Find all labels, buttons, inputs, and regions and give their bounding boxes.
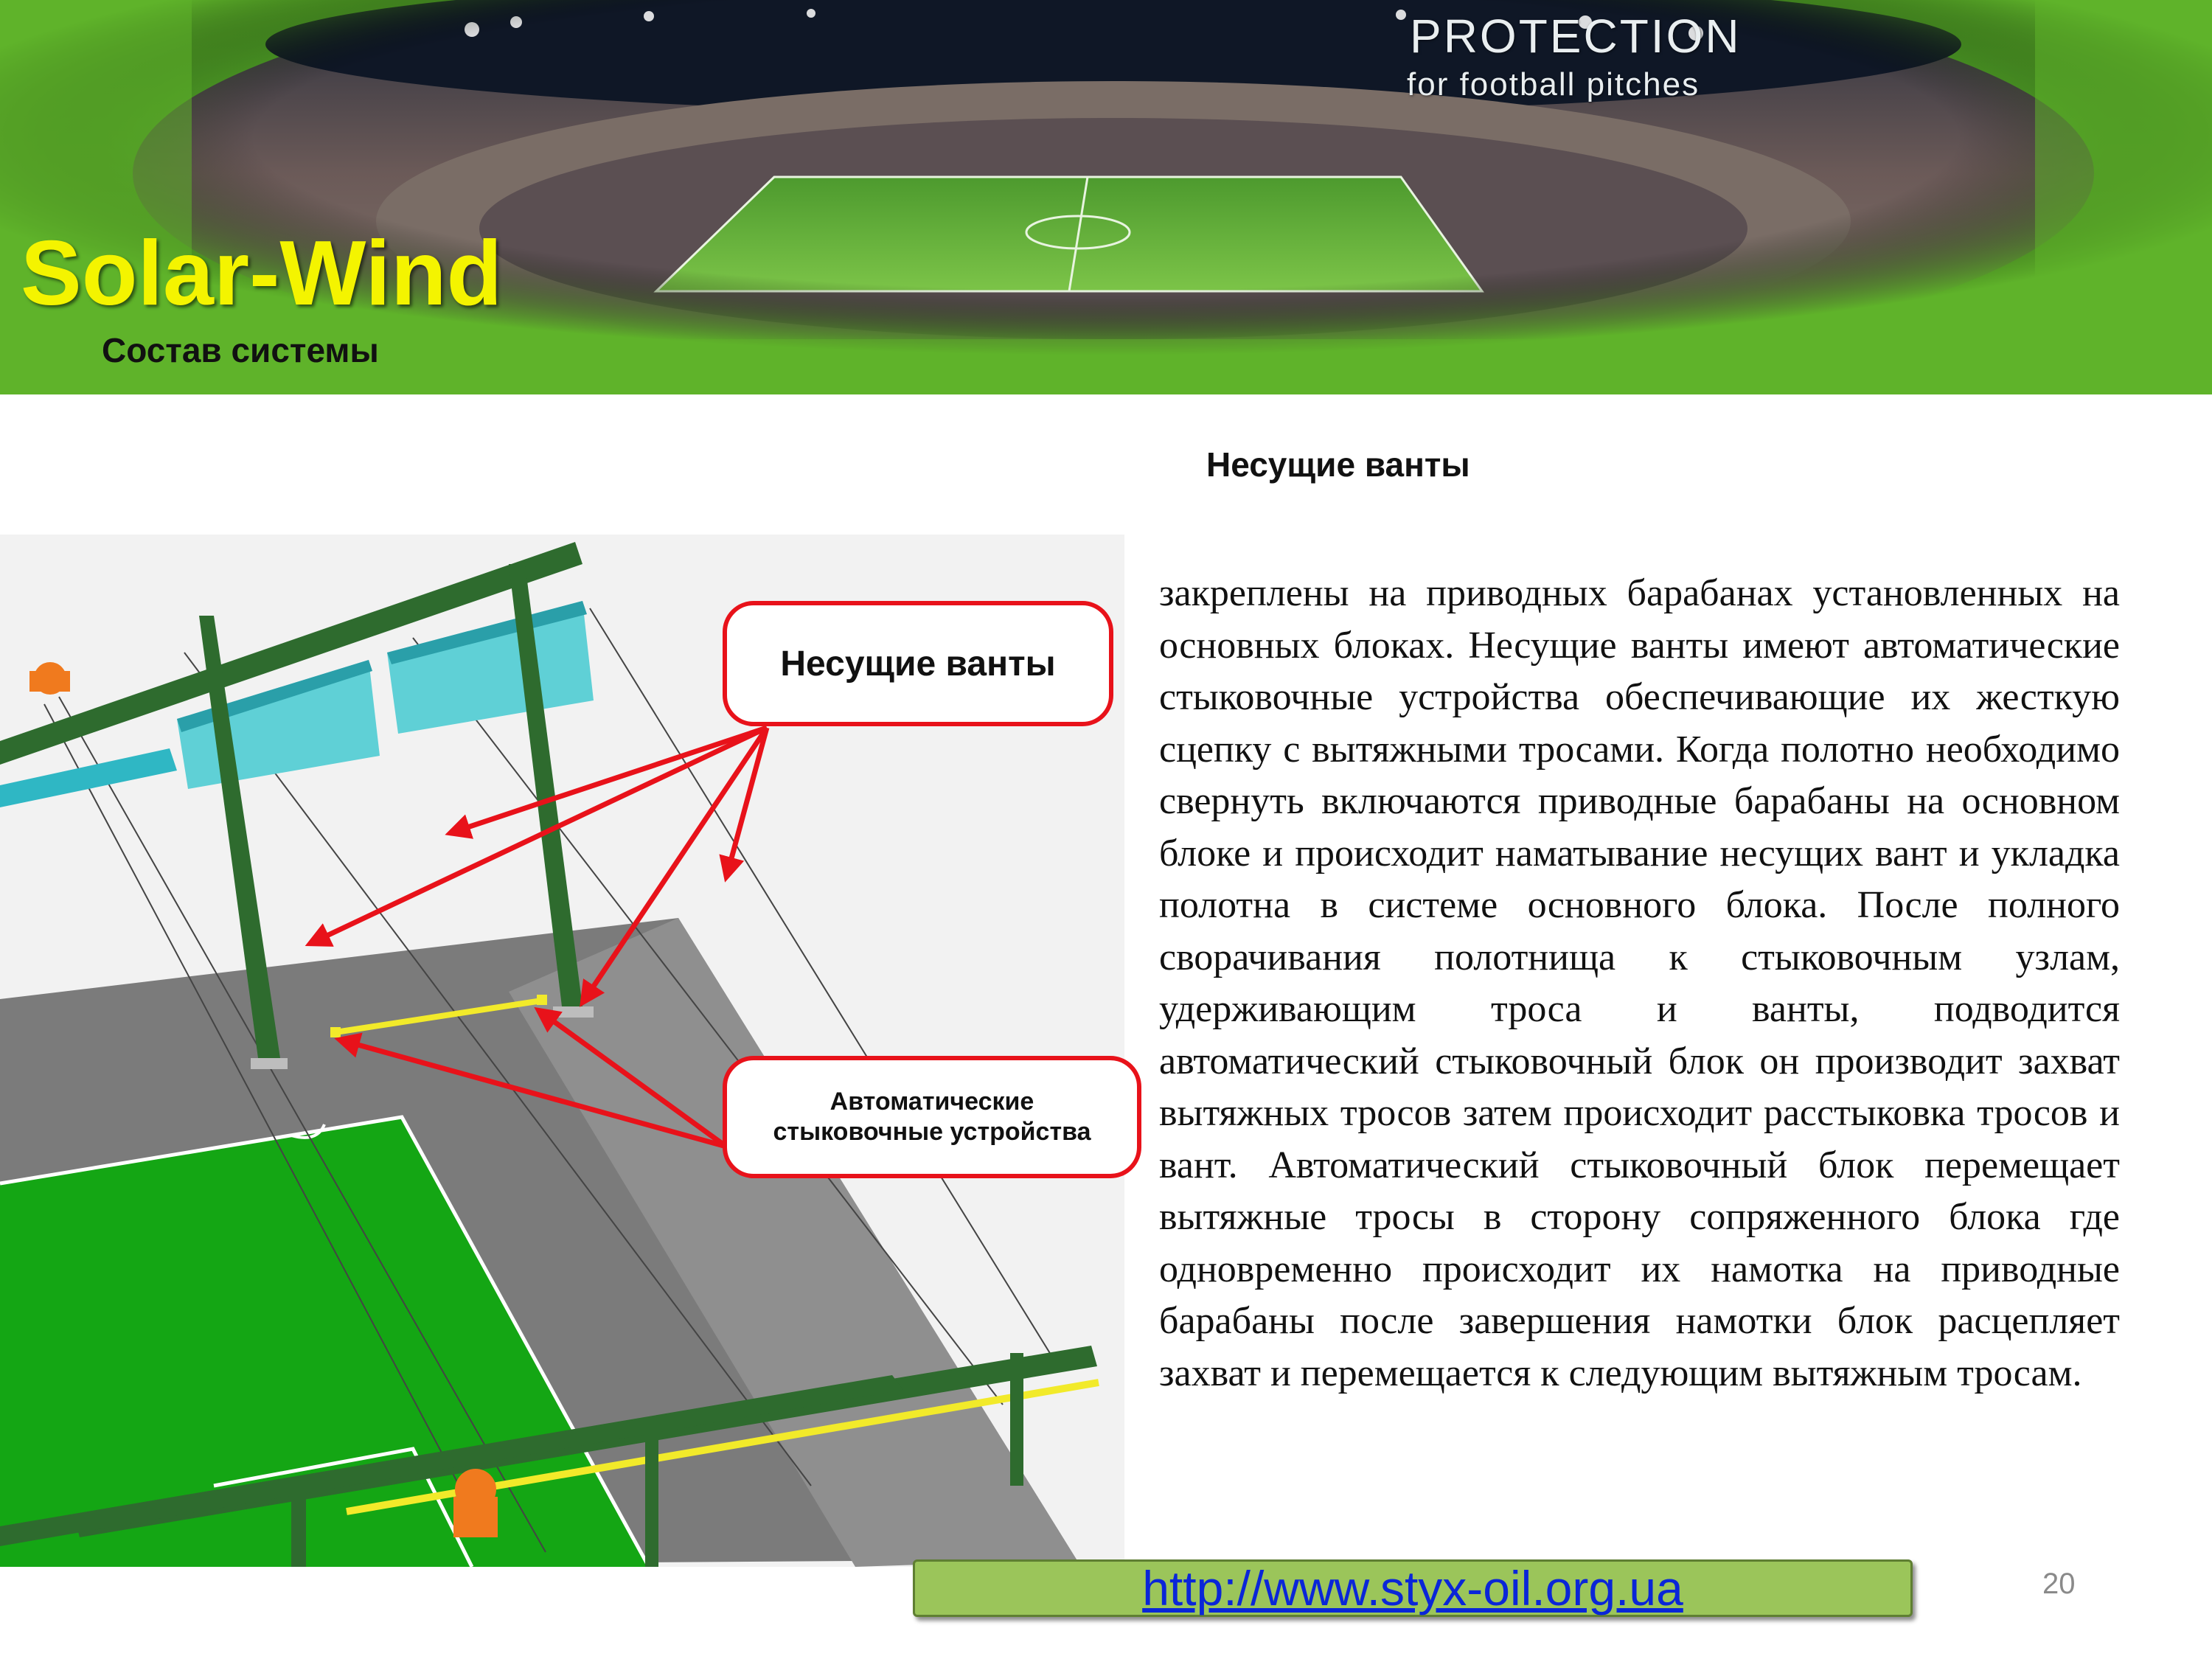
system-diagram: [0, 535, 1124, 1567]
tagline-protection: PROTECTION: [1410, 10, 1742, 63]
upper-gantry: [0, 542, 594, 1069]
website-link[interactable]: http://www.styx-oil.org.ua: [1142, 1561, 1683, 1615]
arrows-load-cables: [305, 725, 770, 1007]
tagline-subtitle: for football pitches: [1407, 66, 1700, 102]
brand-title: Solar-Wind: [21, 223, 503, 324]
header-banner: PROTECTION for football pitches Solar-Wi…: [0, 0, 2212, 394]
stadium-banner-image: [0, 0, 2212, 394]
section-heading: Несущие ванты: [1206, 445, 1470, 484]
lower-gantry: [0, 1346, 1099, 1567]
url-bar: http://www.styx-oil.org.ua: [913, 1559, 1913, 1617]
docking-bar-upper: [335, 998, 543, 1035]
description-text: закреплены на приводных барабанах устано…: [1159, 572, 2120, 1394]
ground-strip: [509, 918, 1077, 1567]
callout-load-cables: Несущие ванты: [723, 601, 1113, 726]
page-subtitle: Состав системы: [102, 331, 379, 369]
support-cables: [44, 608, 1055, 1553]
page-number: 20: [2042, 1568, 2076, 1600]
callout-docking-devices: Автоматические стыковочные устройства: [723, 1056, 1141, 1178]
arrows-docking-devices: [334, 1006, 728, 1150]
